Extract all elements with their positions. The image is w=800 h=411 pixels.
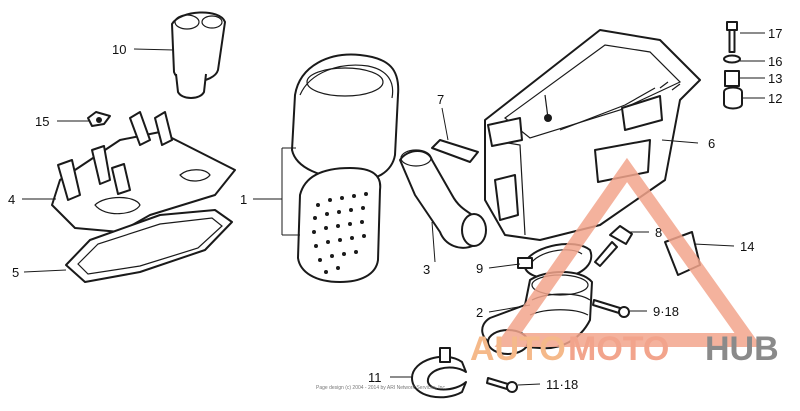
part-1-filter-element[interactable]: [291, 53, 400, 283]
part-7-foam-strip[interactable]: [431, 139, 479, 163]
part-12-grommet[interactable]: [723, 86, 743, 110]
callout-17[interactable]: 17: [768, 26, 782, 41]
part-9-18-screw[interactable]: [592, 299, 630, 318]
callout-2[interactable]: 2: [476, 305, 483, 320]
callout-5[interactable]: 5: [12, 265, 19, 280]
callout-14[interactable]: 14: [740, 239, 754, 254]
part-16-washer[interactable]: [723, 54, 741, 64]
copyright-notice: Page design (c) 2004 - 2014 by ARI Netwo…: [316, 385, 446, 391]
part-3-intake-tube[interactable]: [399, 149, 487, 249]
watermark-moto: MOTO: [568, 330, 669, 368]
callout-15[interactable]: 15: [35, 114, 49, 129]
callout-11-18[interactable]: 11·18: [546, 377, 578, 392]
part-11-clamp[interactable]: [411, 347, 467, 399]
callout-8[interactable]: 8: [655, 225, 662, 240]
callout-13[interactable]: 13: [768, 71, 782, 86]
callout-7[interactable]: 7: [437, 92, 444, 107]
callout-12[interactable]: 12: [768, 91, 782, 106]
callout-10[interactable]: 10: [112, 42, 126, 57]
callout-6[interactable]: 6: [708, 136, 715, 151]
watermark-hub: HUB: [705, 330, 779, 368]
part-17-bolt[interactable]: [726, 21, 738, 53]
callout-3[interactable]: 3: [423, 262, 430, 277]
part-10-intake-funnel[interactable]: [171, 11, 226, 99]
part-15-wing-nut[interactable]: [87, 111, 111, 127]
part-5-gasket[interactable]: [65, 209, 233, 283]
part-11-18-screw[interactable]: [486, 377, 518, 393]
watermark-logo: AUTO MOTO HUB: [470, 157, 779, 368]
callout-9-18[interactable]: 9·18: [653, 304, 679, 319]
callout-16[interactable]: 16: [768, 54, 782, 69]
callout-labels: 10 15 4 5 1 7 3 6 8 9 14 2 9·18 11 11·18…: [8, 26, 782, 392]
callout-1[interactable]: 1: [240, 192, 247, 207]
callout-11[interactable]: 11: [368, 370, 382, 385]
part-4-base-plate[interactable]: [51, 111, 236, 233]
callout-4[interactable]: 4: [8, 192, 15, 207]
part-13-collar[interactable]: [724, 70, 740, 87]
part-8-bolt[interactable]: [594, 225, 633, 267]
watermark-triangle-icon: [494, 157, 762, 347]
callout-9[interactable]: 9: [476, 261, 483, 276]
watermark-auto: AUTO: [470, 330, 566, 368]
